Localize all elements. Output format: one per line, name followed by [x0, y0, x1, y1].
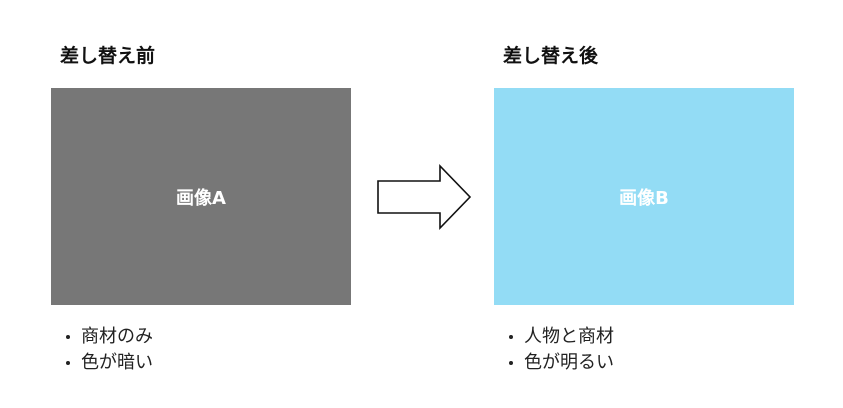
image-a-label: 画像A [176, 187, 226, 209]
note-text: 色が暗い [81, 352, 153, 373]
list-item: 色が暗い [62, 350, 153, 376]
note-text: 人物と商材 [524, 326, 614, 347]
list-item: 人物と商材 [505, 324, 614, 350]
bullet-icon [509, 361, 513, 365]
image-b-placeholder: 画像B [494, 88, 794, 305]
bullet-icon [66, 335, 70, 339]
note-text: 商材のみ [81, 326, 153, 347]
list-item: 色が明るい [505, 350, 614, 376]
after-notes-list: 人物と商材 色が明るい [505, 324, 614, 376]
before-notes-list: 商材のみ 色が暗い [62, 324, 153, 376]
image-a-placeholder: 画像A [51, 88, 351, 305]
right-arrow-icon [377, 164, 472, 230]
note-text: 色が明るい [524, 352, 614, 373]
bullet-icon [509, 335, 513, 339]
bullet-icon [66, 361, 70, 365]
list-item: 商材のみ [62, 324, 153, 350]
image-b-label: 画像B [619, 187, 669, 209]
before-heading: 差し替え前 [60, 45, 156, 67]
after-heading: 差し替え後 [503, 45, 599, 67]
